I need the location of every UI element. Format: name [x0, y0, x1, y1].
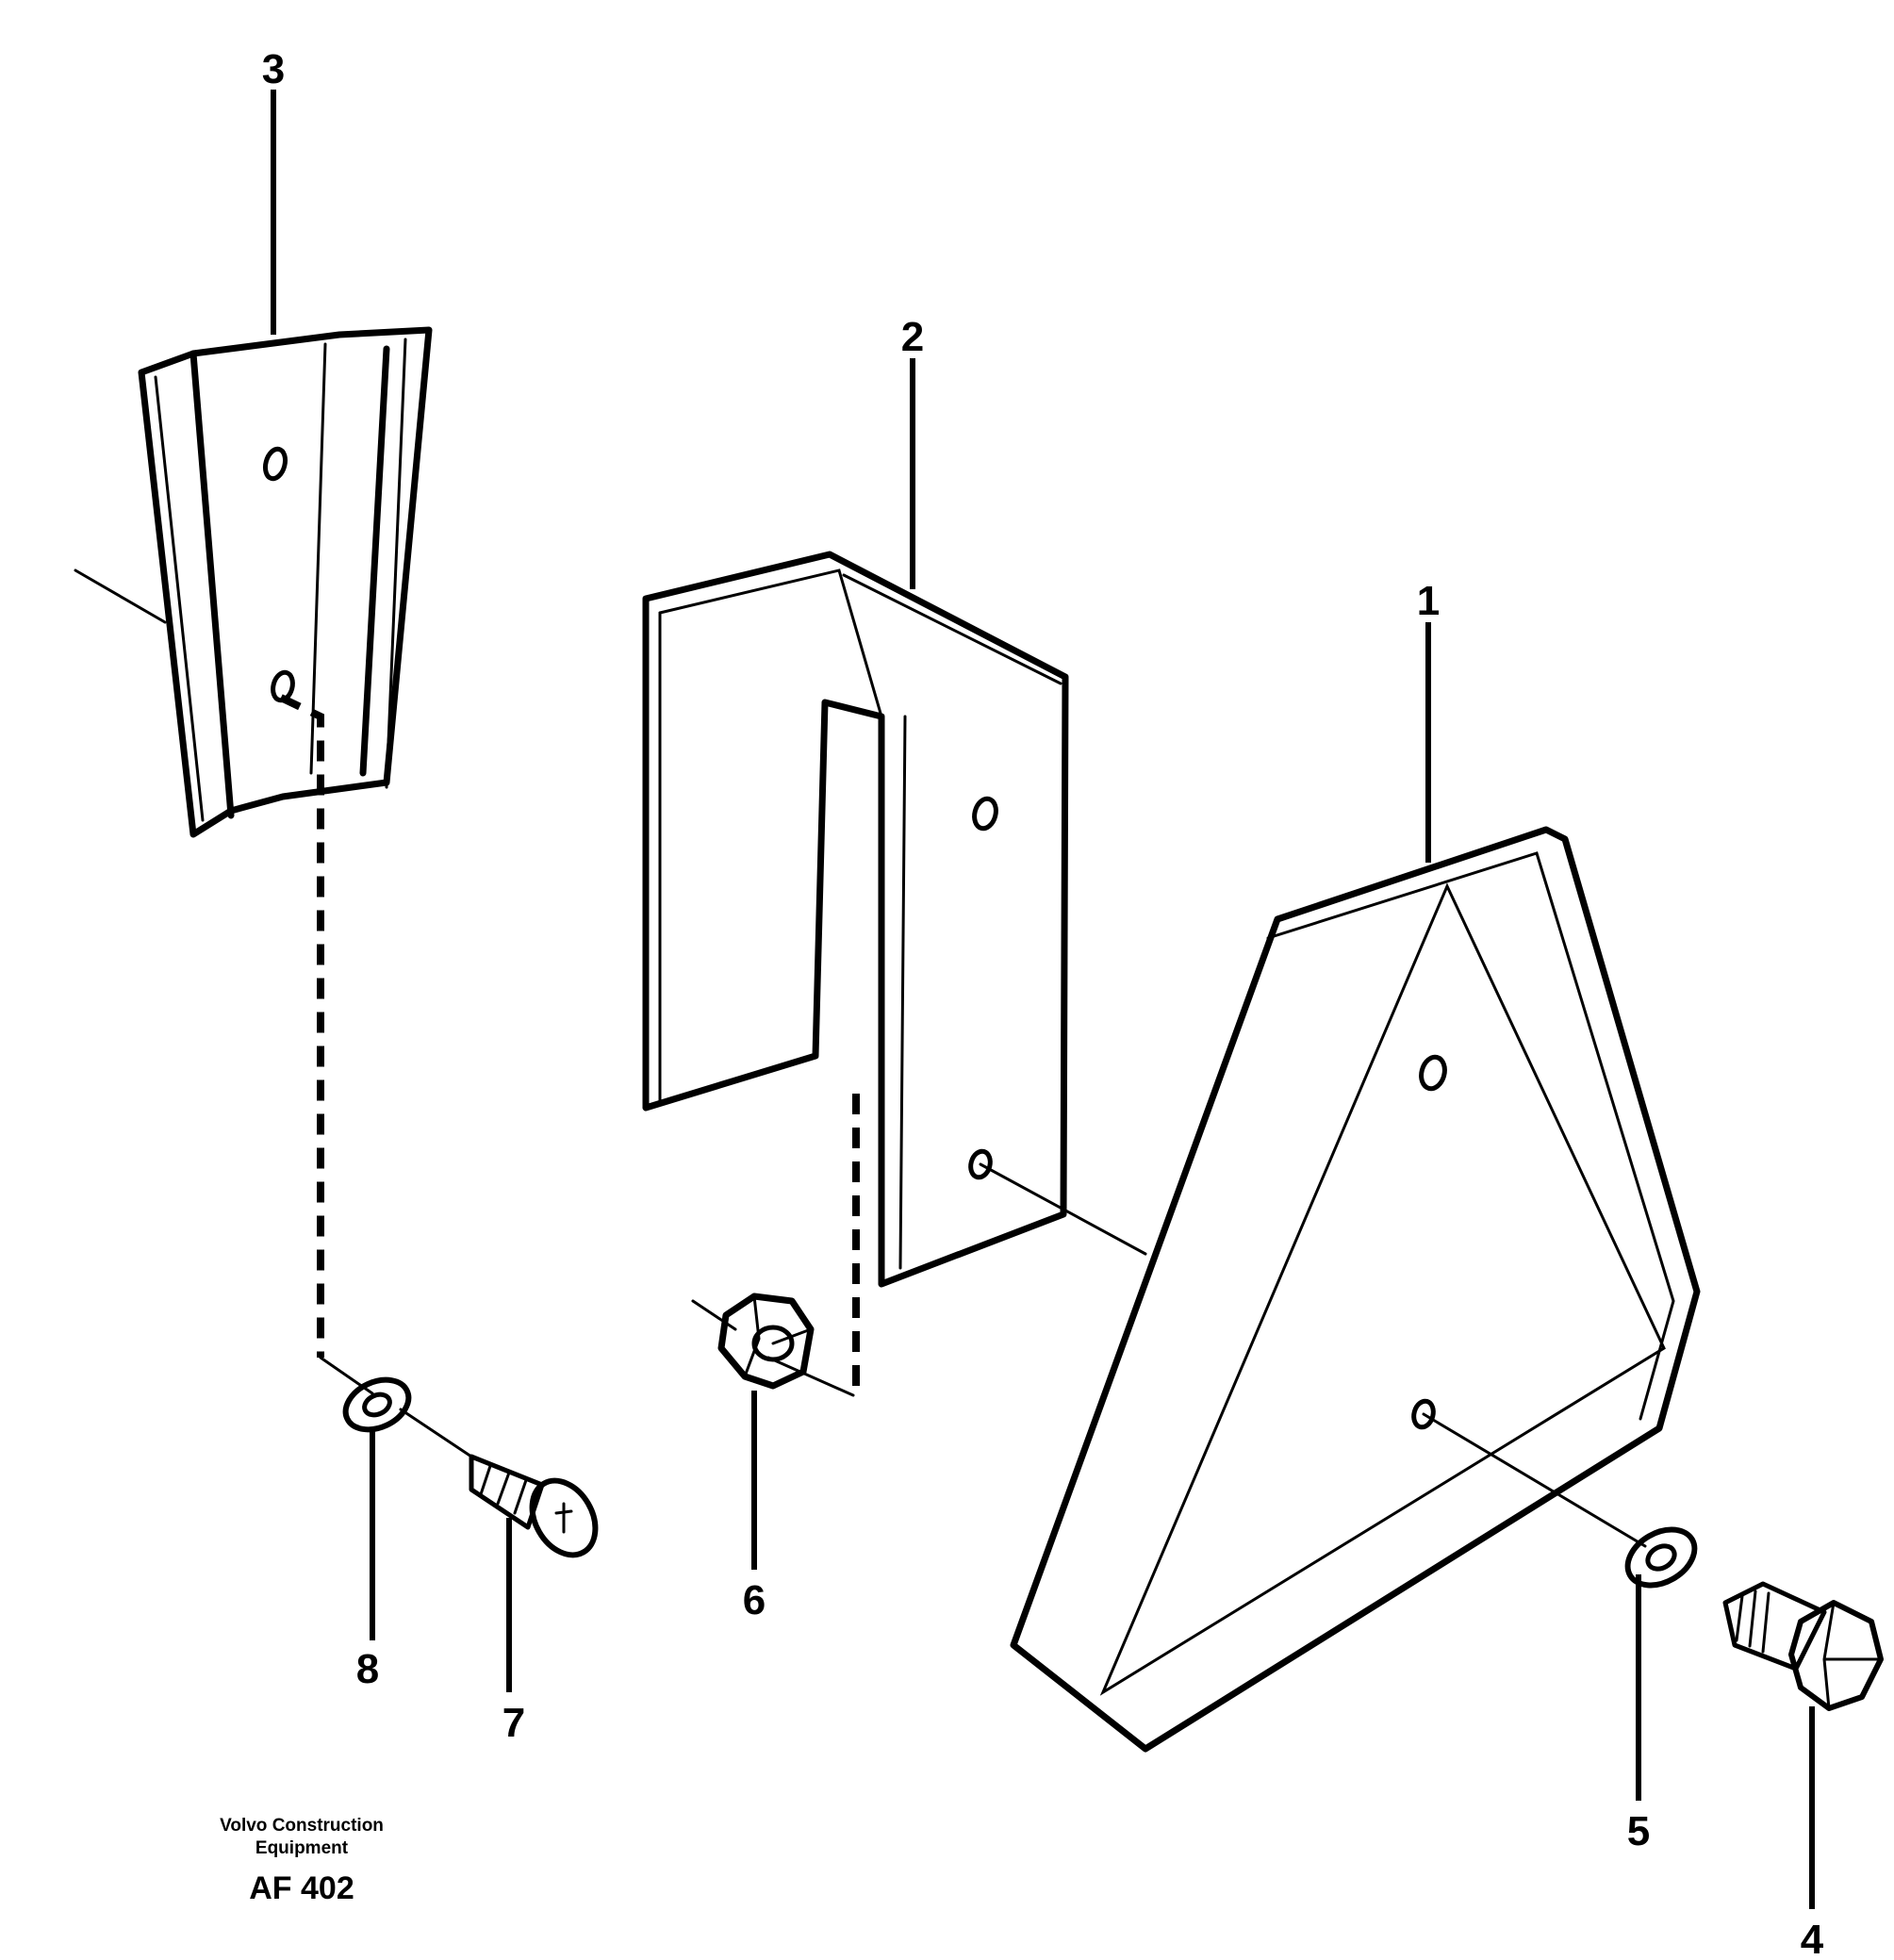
- callout-part-4: 4: [1801, 1917, 1824, 1960]
- nut-part-6: [717, 1293, 815, 1390]
- screw-part-7: [469, 1454, 599, 1558]
- callout-part-5: 5: [1627, 1808, 1650, 1854]
- drawing-code: AF 402: [249, 1870, 354, 1906]
- rail-bracket-part-3: [74, 326, 433, 838]
- publisher-name-line1: Volvo Construction: [220, 1816, 384, 1836]
- bolt-part-4: [1722, 1581, 1884, 1711]
- callout-part-8: 8: [356, 1646, 379, 1692]
- callout-part-3: 3: [262, 46, 285, 92]
- drawing-caption: Volvo Construction Equipment AF 402: [151, 1815, 453, 1909]
- reflector-triangle-part-1: [1010, 826, 1701, 1753]
- callout-part-1: 1: [1417, 578, 1440, 624]
- callouts: 3 2 1 6 8 7 5 4: [262, 46, 1824, 1960]
- publisher-name-line2: Equipment: [255, 1838, 349, 1858]
- assembly-lines: [279, 694, 1647, 1548]
- mounting-bracket-part-2: [642, 551, 1147, 1288]
- callout-part-7: 7: [502, 1700, 525, 1746]
- callout-part-6: 6: [743, 1577, 766, 1623]
- callout-part-2: 2: [901, 314, 924, 360]
- washer-part-8: [342, 1376, 412, 1433]
- washer-part-5: [1624, 1526, 1698, 1589]
- leader-lines: [271, 90, 1815, 1909]
